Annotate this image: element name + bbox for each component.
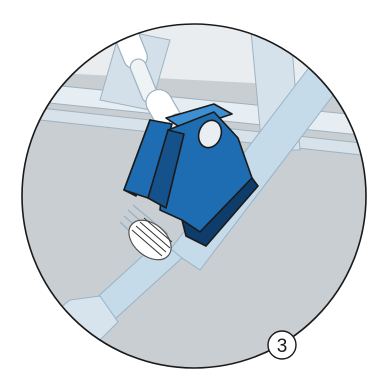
step-badge: 3: [268, 331, 296, 359]
upper-backdrop: [0, 0, 389, 90]
step-number: 3: [277, 336, 288, 357]
